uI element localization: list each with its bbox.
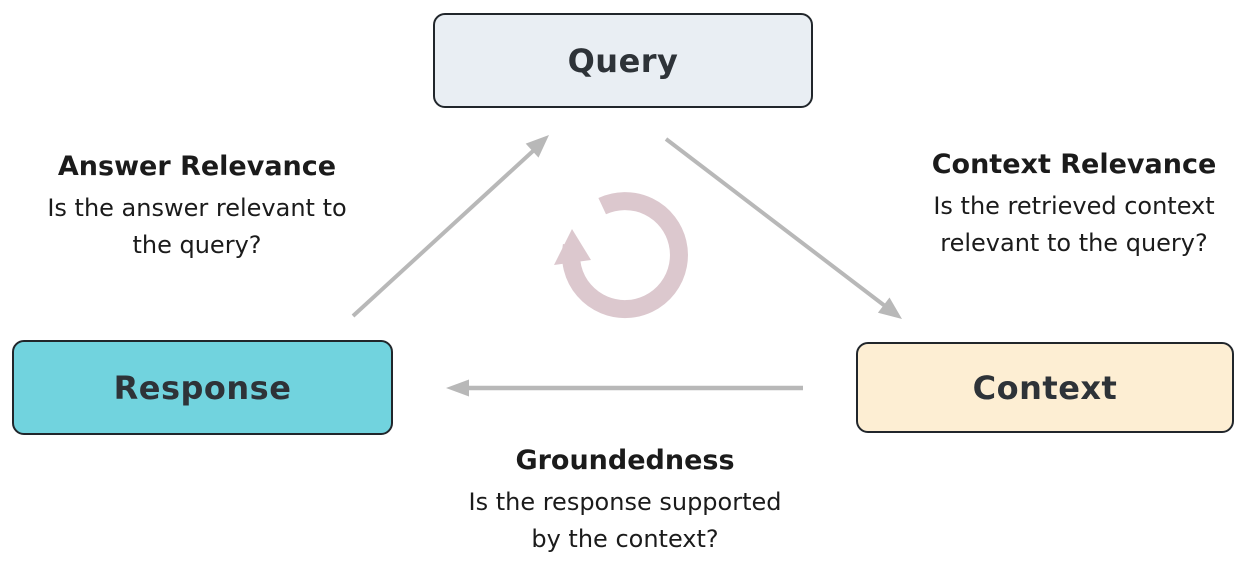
- node-response-label: Response: [113, 368, 292, 407]
- metric-question-line: Is the retrieved context: [933, 192, 1215, 220]
- metric-question-line: relevant to the query?: [940, 229, 1208, 257]
- arrow-response-to-query: [351, 135, 549, 318]
- arrow-context-to-response: [446, 379, 803, 397]
- metric-title: Groundedness: [515, 445, 735, 476]
- metric-groundedness: Groundedness Is the response supported b…: [445, 444, 805, 558]
- metric-context-relevance: Context Relevance Is the retrieved conte…: [894, 148, 1251, 262]
- arrowhead: [877, 297, 902, 319]
- metric-question-line: Is the answer relevant to: [47, 194, 347, 222]
- node-context-label: Context: [972, 368, 1118, 407]
- refresh-cycle-icon: [554, 192, 688, 319]
- node-context: Context: [856, 342, 1234, 433]
- metric-question-line: Is the response supported: [468, 488, 782, 516]
- arrow-shaft: [664, 137, 887, 308]
- arrow-query-to-context: [664, 137, 902, 319]
- arrowhead: [446, 379, 469, 397]
- node-response: Response: [12, 340, 393, 435]
- refresh-arrowhead: [554, 229, 591, 265]
- arrow-shaft: [351, 149, 535, 318]
- metric-question-line: by the context?: [531, 525, 719, 553]
- arrowhead: [525, 135, 549, 158]
- node-query: Query: [433, 13, 813, 108]
- node-query-label: Query: [567, 41, 679, 80]
- metric-question-line: the query?: [132, 231, 262, 259]
- metric-title: Context Relevance: [931, 149, 1217, 180]
- metric-title: Answer Relevance: [57, 151, 337, 182]
- metric-answer-relevance: Answer Relevance Is the answer relevant …: [17, 150, 377, 264]
- refresh-ring: [562, 192, 688, 319]
